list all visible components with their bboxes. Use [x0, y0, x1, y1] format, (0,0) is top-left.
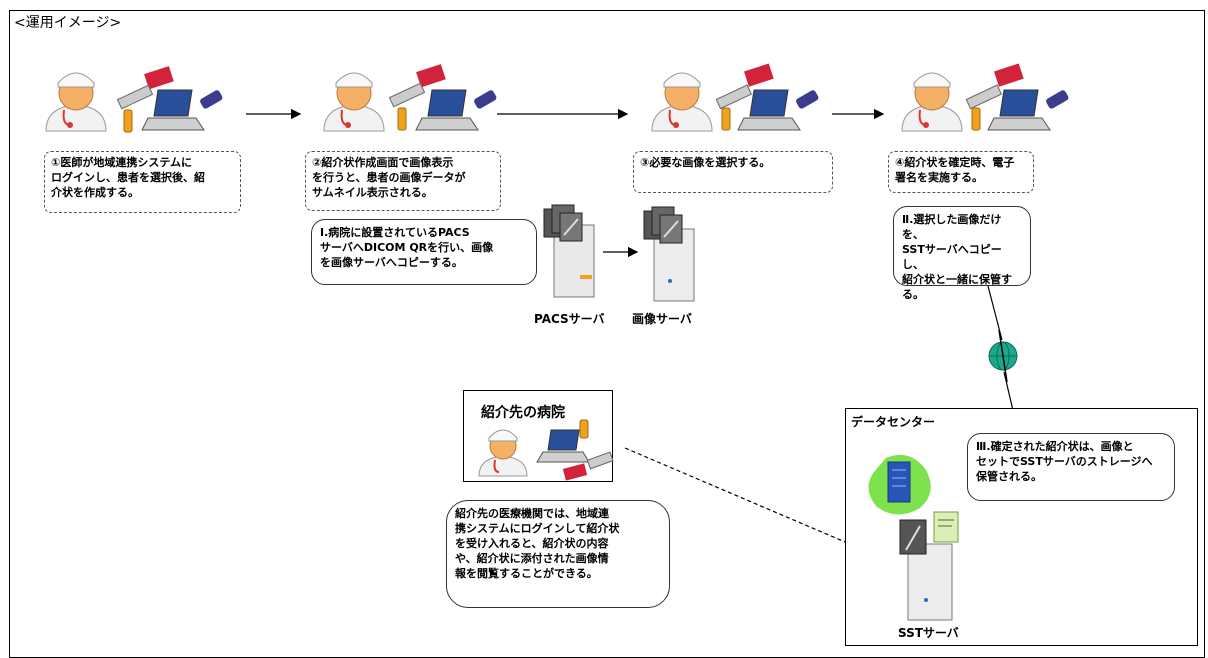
card-reader-icon — [388, 64, 446, 131]
image-server-label: 画像サーバ — [632, 312, 692, 326]
card-reader-icon — [562, 419, 614, 481]
doctor-icon — [45, 72, 107, 132]
doctor-icon — [901, 72, 963, 132]
sst-server-icon — [899, 511, 959, 621]
card-reader-icon — [715, 63, 774, 131]
usb-token-icon — [796, 90, 819, 109]
diagram-title: <運用イメージ> — [14, 15, 122, 31]
usb-token-icon — [1046, 90, 1069, 109]
sst-server-label: SSTサーバ — [898, 626, 959, 640]
referral-hospital-label: 紹介先の病院 — [481, 405, 565, 421]
pacs-server-label: PACSサーバ — [534, 312, 605, 326]
card-reader-icon — [965, 63, 1024, 131]
card-reader-icon — [116, 66, 174, 133]
step4-note: ④紹介状を確定時、電子 署名を実施する。 — [888, 151, 1034, 193]
storage-bubble: Ⅲ.確定された紹介状は、画像と セットでSSTサーバのストレージへ 保管される。 — [967, 433, 1175, 501]
usb-token-icon — [474, 90, 497, 109]
doctor-icon — [478, 429, 528, 477]
laptop-icon — [141, 89, 205, 131]
data-center-label: データセンター — [851, 415, 936, 429]
pacs-copy-bubble: Ⅰ.病院に設置されているPACS サーバへDICOM QRを行い、画像 を画像サ… — [311, 219, 537, 285]
laptop-icon — [415, 89, 479, 131]
step2-note: ②紹介状作成画面で画像表示 を行うと、患者の画像データが サムネイル表示される。 — [305, 151, 501, 211]
server-rack-icon — [868, 454, 931, 515]
image-server-icon — [643, 206, 695, 302]
laptop-icon — [536, 429, 590, 463]
doctor-icon — [651, 72, 713, 132]
laptop-icon — [737, 89, 801, 131]
globe-icon — [988, 329, 1018, 383]
step3-note: ③必要な画像を選択する。 — [633, 151, 833, 193]
sst-copy-bubble: Ⅱ.選択した画像だけを、 SSTサーバへコピーし、 紹介状と一緒に保管す る。 — [893, 206, 1031, 301]
pacs-server-icon — [543, 204, 595, 298]
step1-note: ①医師が地域連携システムに ログインし、患者を選択後、紹 介状を作成する。 — [44, 151, 241, 213]
referral-bubble: 紹介先の医療機関では、地域連 携システムにログインして紹介状 を受け入れると、紹… — [446, 500, 670, 608]
usb-token-icon — [200, 90, 223, 109]
laptop-icon — [987, 89, 1051, 131]
doctor-icon — [323, 72, 385, 132]
